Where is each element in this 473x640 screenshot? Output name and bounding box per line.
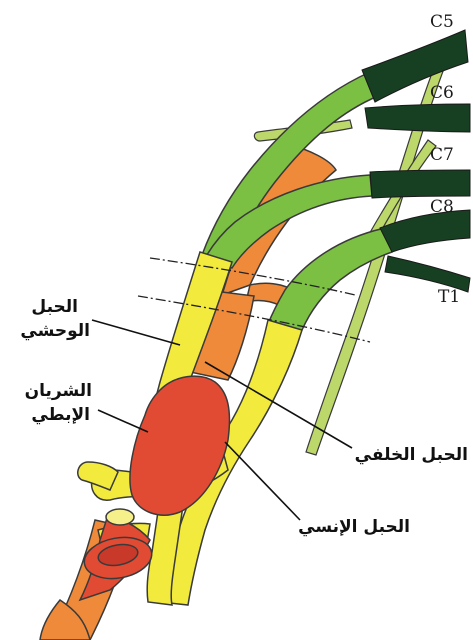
label-c5: C5 [430,12,454,32]
leader-artery [98,410,148,432]
label-artery-line1: الشريان [25,381,92,401]
label-medial-cord: الحبل الإنسي [298,517,410,537]
cut-nerve-end [106,509,134,525]
root-c7 [370,170,470,198]
small-branch-left [78,462,118,490]
leader-lateral-cord [92,320,180,345]
label-lateral-cord-line2: الوحشي [20,321,90,341]
label-c6: C6 [430,83,454,103]
section-line-lower [138,296,370,342]
label-artery-line2: الإبطي [31,405,90,425]
label-c7: C7 [430,145,454,165]
label-lateral-cord-line1: الحبل [31,297,78,317]
root-c6 [365,104,470,132]
leader-medial-cord [225,442,300,520]
label-posterior-cord: الحبل الخلفي [355,445,468,465]
label-t1: T1 [438,287,460,307]
label-c8: C8 [430,197,454,217]
